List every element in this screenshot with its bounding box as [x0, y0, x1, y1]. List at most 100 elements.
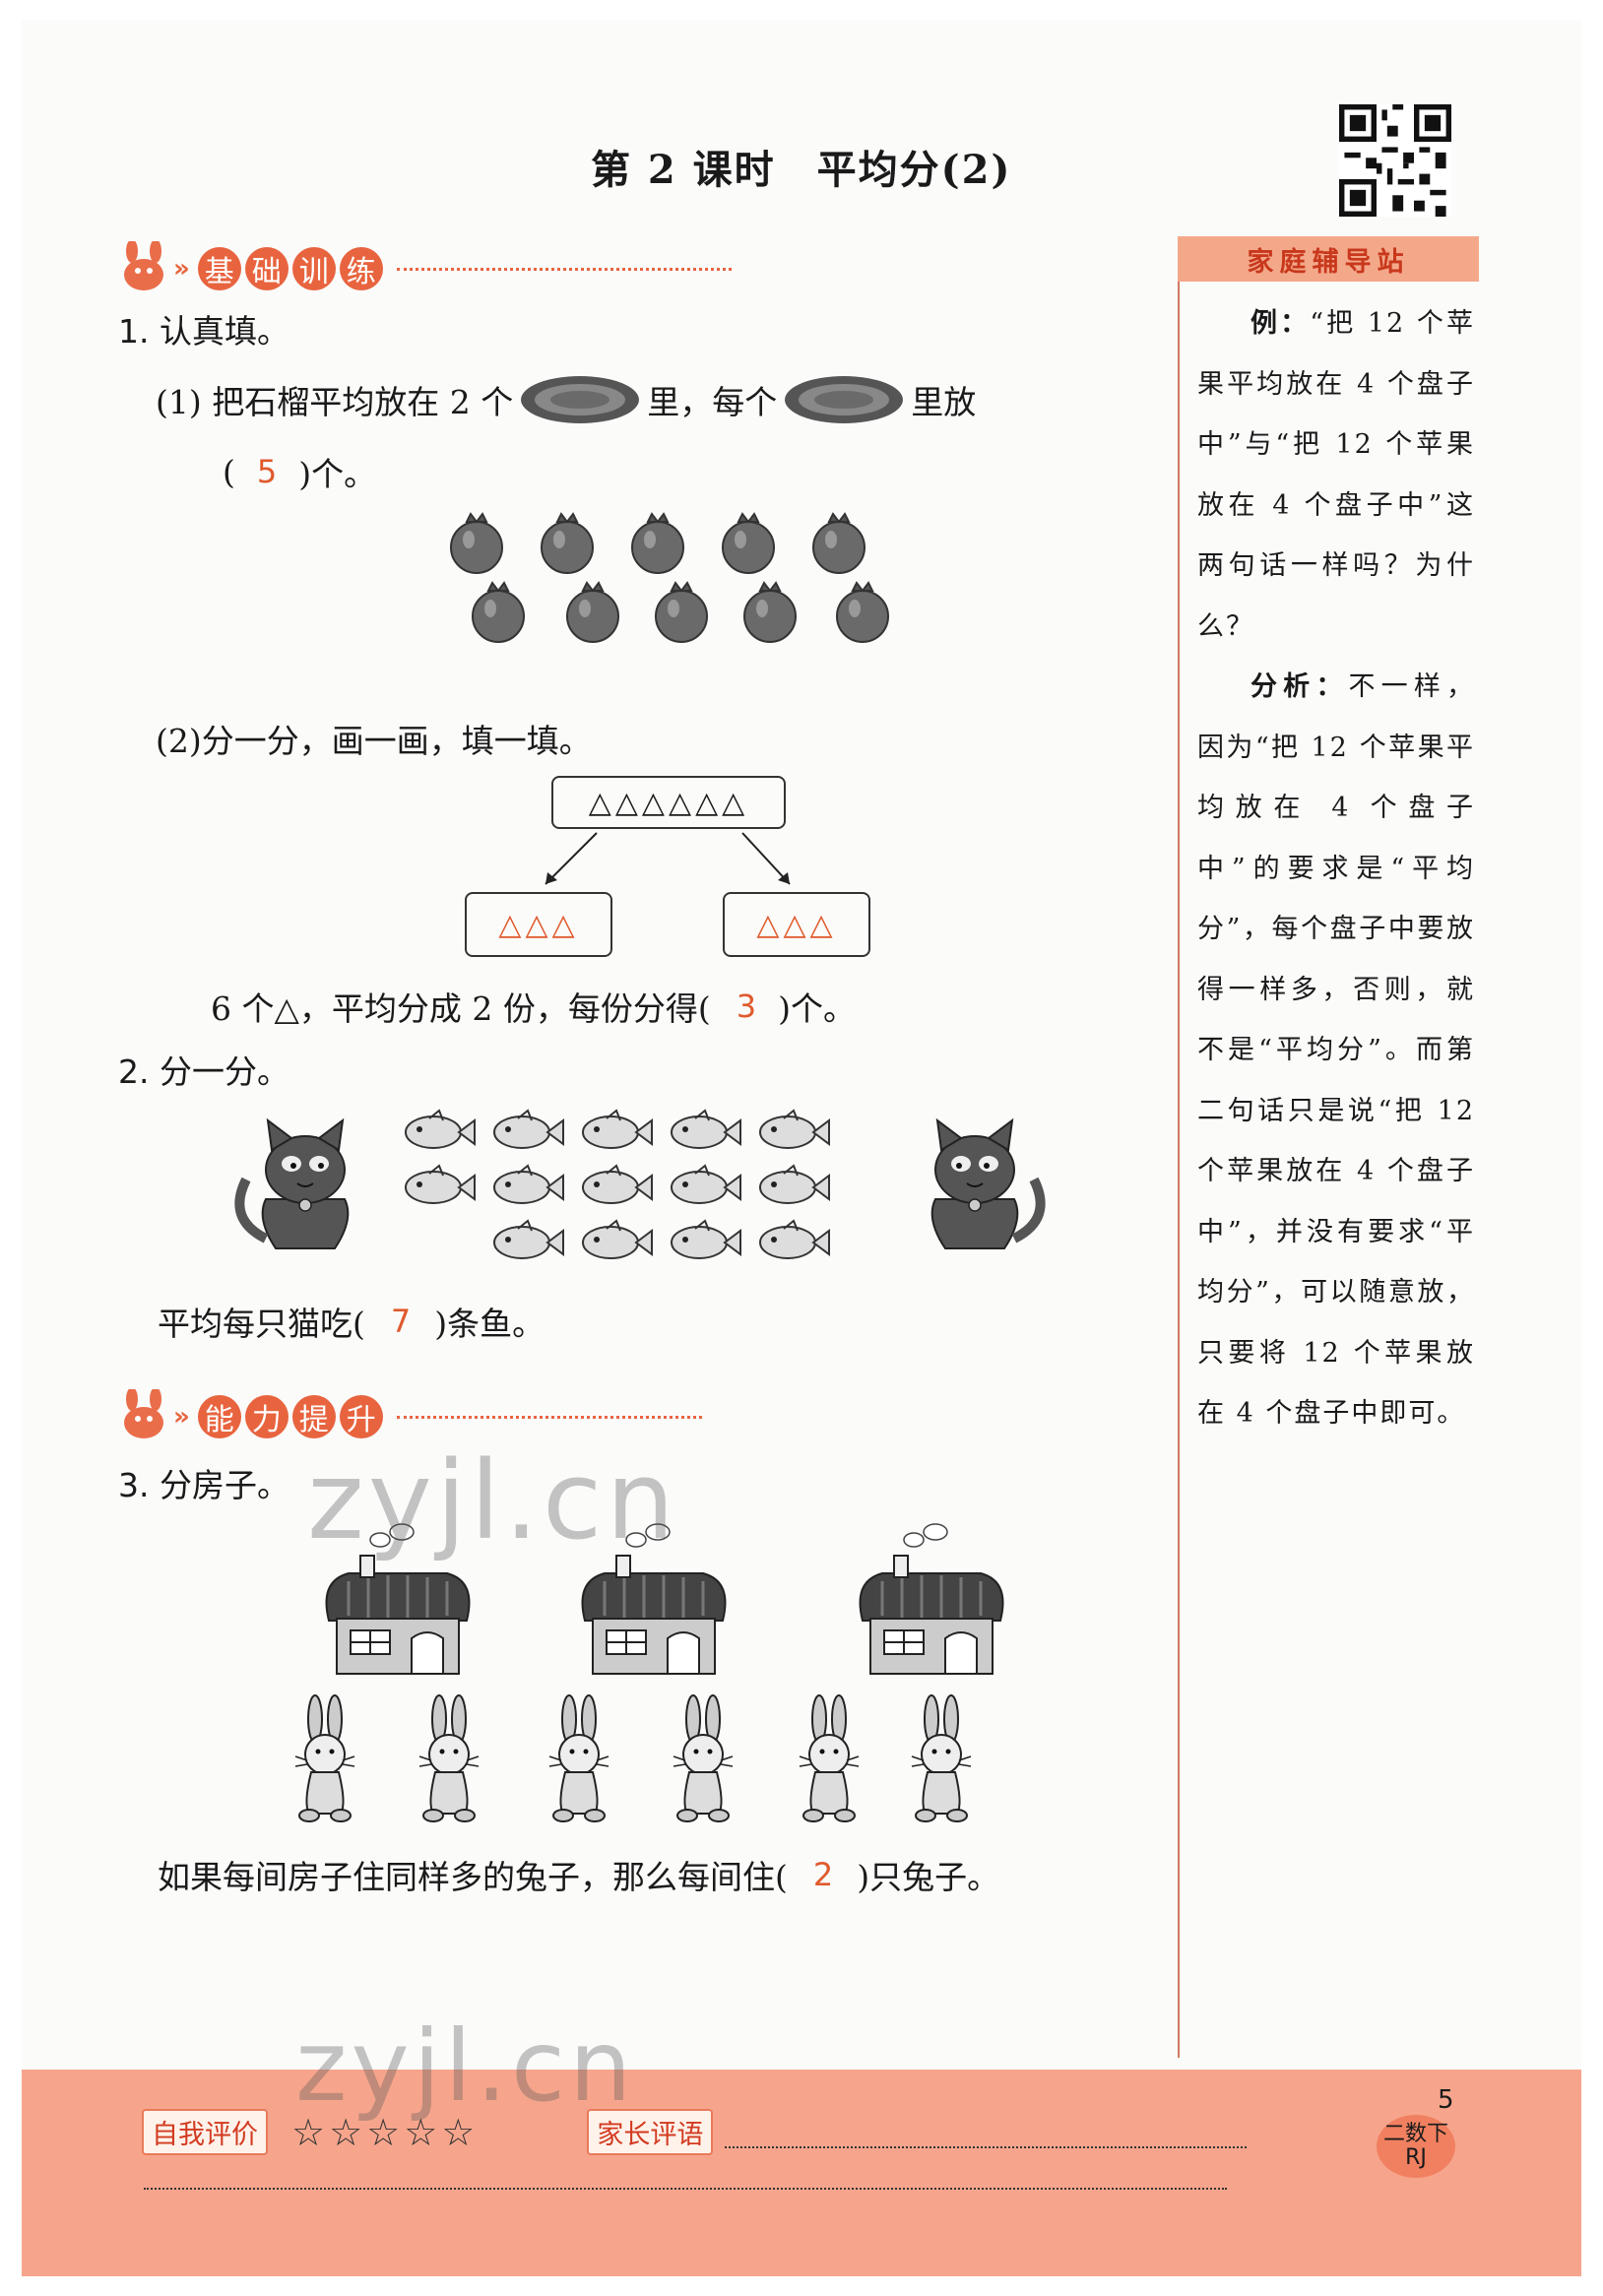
fish-icon — [493, 1220, 564, 1259]
fish-icon — [582, 1110, 653, 1149]
question-1-part-2: (2)分一分，画一画，填一填。 — [156, 722, 592, 760]
fish-icon — [671, 1165, 741, 1204]
page-number: 5 — [1438, 2085, 1454, 2115]
question-1-part-1: (1) 把石榴平均放在 2 个 里，每个 里放 — [156, 374, 976, 425]
question-2-label: 2. 分一分。 — [118, 1052, 289, 1091]
text: (1) 把石榴平均放在 2 个 — [156, 383, 514, 421]
bunny-mascot-icon — [124, 241, 163, 290]
fish-icon — [493, 1110, 564, 1149]
text: 里放 — [911, 383, 977, 421]
rabbit-icon — [294, 1694, 355, 1822]
rabbit-icon — [673, 1694, 734, 1822]
rabbit-icon — [911, 1694, 972, 1822]
section-char: 升 — [339, 1395, 383, 1438]
text: 如果每间房子住同样多的兔子，那么每间住( — [158, 1858, 788, 1896]
fish-icon — [671, 1220, 741, 1259]
pomegranate-icon — [450, 513, 503, 574]
example-label: 例： — [1250, 308, 1311, 339]
book-edition: RJ — [1405, 2145, 1427, 2170]
fish-icon — [493, 1165, 564, 1204]
cats-and-fish-illustration — [234, 1110, 1046, 1259]
watermark: zyjl.cn — [307, 1437, 679, 1563]
rabbit-icon — [548, 1694, 609, 1822]
section-char: 练 — [339, 247, 383, 290]
fish-icon — [405, 1165, 476, 1204]
divider — [396, 1415, 702, 1419]
split-arrows — [545, 832, 791, 885]
fish-icon — [759, 1165, 830, 1204]
pomegranate-icon — [541, 513, 594, 574]
section-char: 提 — [291, 1395, 336, 1438]
fish-icon — [759, 1220, 830, 1259]
pomegranate-group — [450, 513, 889, 643]
section-char: 能 — [197, 1395, 241, 1438]
text: 6 个△，平均分成 2 份，每份分得( — [211, 989, 711, 1028]
text: )只兔子。 — [857, 1858, 1000, 1896]
fish-icon — [671, 1110, 741, 1149]
answer-3: 2 — [812, 1856, 834, 1893]
rabbit-icon — [799, 1694, 860, 1822]
section-char: 力 — [244, 1395, 289, 1438]
question-3-sentence: 如果每间房子住同样多的兔子，那么每间住( 2 )只兔子。 — [158, 1851, 999, 1898]
answer-2: 7 — [390, 1303, 412, 1340]
pomegranate-icon — [836, 582, 889, 643]
pomegranate-icon — [566, 582, 619, 643]
analysis-text: 不一样，因为“把 12 个苹果平均放在 4 个盘子中”的要求是“平均分”，每个盘… — [1197, 671, 1475, 1429]
text: 里，每个 — [647, 383, 778, 421]
triangle-part-box-left: △△△ — [465, 892, 612, 957]
fish-icon — [759, 1110, 830, 1149]
text: )条鱼。 — [434, 1305, 545, 1343]
footer-evaluation-row: 自我评价 ☆☆☆☆☆ 家长评语 — [142, 2109, 1248, 2155]
section-char: 基 — [197, 247, 241, 290]
double-arrow-icon: » — [173, 254, 190, 284]
self-evaluation-label: 自我评价 — [142, 2109, 268, 2155]
sidebar-analysis: 分析：不一样，因为“把 12 个苹果平均放在 4 个盘子中”的要求是“平均分”，… — [1197, 657, 1475, 1444]
bracket: ( — [223, 452, 235, 491]
page-title: 第 2 课时 平均分(2) — [591, 147, 1012, 193]
qr-code — [1339, 104, 1451, 217]
plate-icon — [521, 376, 640, 423]
pomegranate-icon — [722, 513, 775, 574]
text: )个。 — [298, 455, 377, 493]
sidebar-body: 例：“把 12 个苹果平均放在 4 个盘子中”与“把 12 个苹果放在 4 个盘… — [1178, 282, 1475, 1444]
book-badge: 二数下 RJ — [1377, 2115, 1455, 2178]
watermark: zyjl.cn — [295, 2009, 636, 2124]
cat-left-icon — [234, 1119, 350, 1249]
rating-stars[interactable]: ☆☆☆☆☆ — [291, 2110, 480, 2154]
fish-icon — [405, 1110, 476, 1149]
section-banner-basic: » 基 础 训 练 — [114, 240, 732, 297]
pomegranate-icon — [812, 513, 866, 574]
pomegranate-icon — [655, 582, 708, 643]
cat-right-icon — [930, 1119, 1046, 1249]
example-text: “把 12 个苹果平均放在 4 个盘子中”与“把 12 个苹果放在 4 个盘子中… — [1197, 308, 1476, 642]
text: )个。 — [778, 989, 856, 1028]
analysis-label: 分析： — [1250, 671, 1349, 702]
parent-comment-line[interactable] — [725, 2117, 1248, 2148]
pomegranate-icon — [743, 582, 797, 643]
rabbit-icon — [418, 1694, 480, 1822]
footer-band — [22, 2070, 1581, 2276]
sidebar-heading: 家庭辅导站 — [1178, 236, 1479, 282]
sidebar-rule — [1178, 236, 1180, 2058]
double-arrow-icon: » — [173, 1402, 190, 1432]
question-3-label: 3. 分房子。 — [118, 1466, 289, 1504]
triangle-part-box-right: △△△ — [723, 892, 870, 957]
fish-icon — [582, 1220, 653, 1259]
comment-line-2[interactable] — [144, 2188, 1227, 2190]
question-1-label: 1. 认真填。 — [118, 312, 289, 351]
question-1-part-2-sentence: 6 个△，平均分成 2 份，每份分得( 3 )个。 — [211, 983, 856, 1030]
parent-comment-label: 家长评语 — [587, 2109, 714, 2155]
pomegranate-icon — [472, 582, 525, 643]
section-banner-advanced: » 能 力 提 升 — [114, 1388, 702, 1445]
question-1-part-1-answer-line: ( 5 )个。 — [223, 448, 376, 495]
rabbits-illustration — [294, 1694, 972, 1822]
sidebar-example: 例：“把 12 个苹果平均放在 4 个盘子中”与“把 12 个苹果放在 4 个盘… — [1197, 293, 1475, 657]
fish-icon — [582, 1165, 653, 1204]
house-icon — [859, 1522, 1004, 1676]
sidebar-family-tutoring: 家庭辅导站 例：“把 12 个苹果平均放在 4 个盘子中”与“把 12 个苹果放… — [1178, 236, 1479, 1444]
section-char: 础 — [244, 247, 289, 290]
text: 平均每只猫吃( — [158, 1305, 365, 1343]
triangle-total-box: △△△△△△ — [551, 776, 786, 829]
plate-icon — [785, 376, 904, 423]
bunny-mascot-icon — [124, 1389, 163, 1438]
